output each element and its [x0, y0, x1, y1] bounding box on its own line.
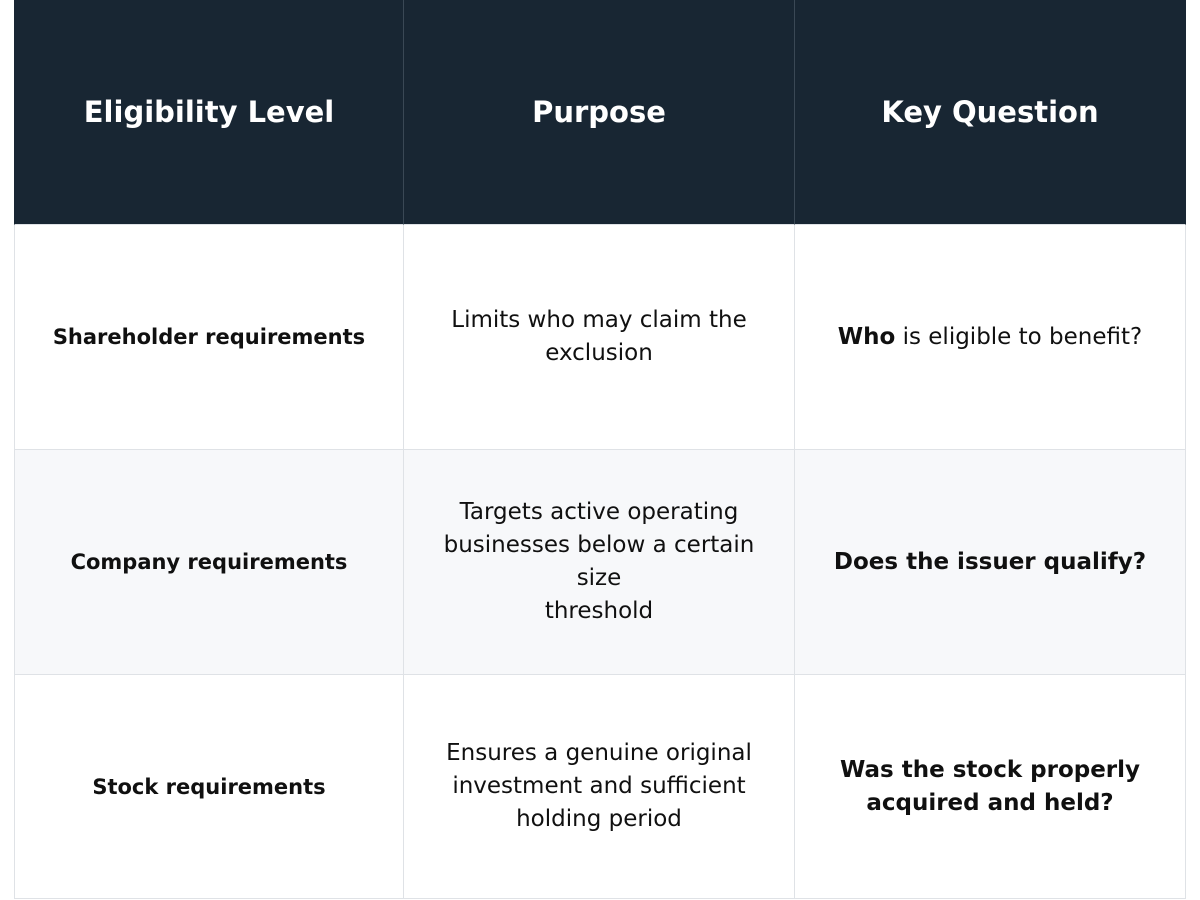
purpose-line: Ensures a genuine original — [446, 740, 752, 766]
purpose-line: holding period — [516, 806, 682, 832]
table-row-1-question: Who is eligible to benefit? — [795, 225, 1186, 450]
header-key-question: Key Question — [795, 0, 1186, 225]
header-eligibility-level: Eligibility Level — [14, 0, 404, 225]
table-row-3-question: Was the stock properly acquired and held… — [795, 675, 1186, 899]
header-label: Key Question — [881, 95, 1099, 129]
question-line: acquired and held? — [866, 789, 1114, 816]
question-rest: is eligible to benefit? — [895, 323, 1143, 350]
header-label: Eligibility Level — [83, 95, 335, 129]
purpose-line: businesses below a certain size — [443, 532, 755, 591]
table-row-2-purpose: Targets active operating businesses belo… — [404, 450, 795, 675]
purpose-text: Ensures a genuine original investment an… — [446, 737, 752, 836]
purpose-line: Targets active operating — [459, 499, 739, 525]
question-text: Who is eligible to benefit? — [838, 321, 1143, 354]
purpose-line: exclusion — [545, 340, 653, 366]
question-line: Was the stock properly — [839, 756, 1141, 783]
purpose-line: investment and sufficient — [452, 773, 746, 799]
eligibility-table: Eligibility Level Purpose Key Question S… — [14, 0, 1186, 899]
table-row-1-level: Shareholder requirements — [14, 225, 404, 450]
table-row-2-level: Company requirements — [14, 450, 404, 675]
question-text: Does the issuer qualify? — [834, 546, 1146, 579]
table-row-1-purpose: Limits who may claim the exclusion — [404, 225, 795, 450]
purpose-text: Targets active operating businesses belo… — [418, 496, 780, 628]
level-text: Company requirements — [70, 550, 348, 574]
header-label: Purpose — [532, 95, 666, 129]
question-text: Was the stock properly acquired and held… — [840, 754, 1140, 820]
purpose-line: threshold — [544, 598, 654, 624]
level-text: Shareholder requirements — [52, 325, 366, 349]
table-row-2-question: Does the issuer qualify? — [795, 450, 1186, 675]
purpose-line: Limits who may claim the — [451, 307, 747, 333]
question-line: Does the issuer qualify? — [833, 548, 1147, 575]
header-purpose: Purpose — [404, 0, 795, 225]
table-row-3-level: Stock requirements — [14, 675, 404, 899]
purpose-text: Limits who may claim the exclusion — [451, 304, 747, 370]
question-bold: Who — [837, 323, 896, 350]
level-text: Stock requirements — [92, 774, 326, 799]
table-row-3-purpose: Ensures a genuine original investment an… — [404, 675, 795, 899]
